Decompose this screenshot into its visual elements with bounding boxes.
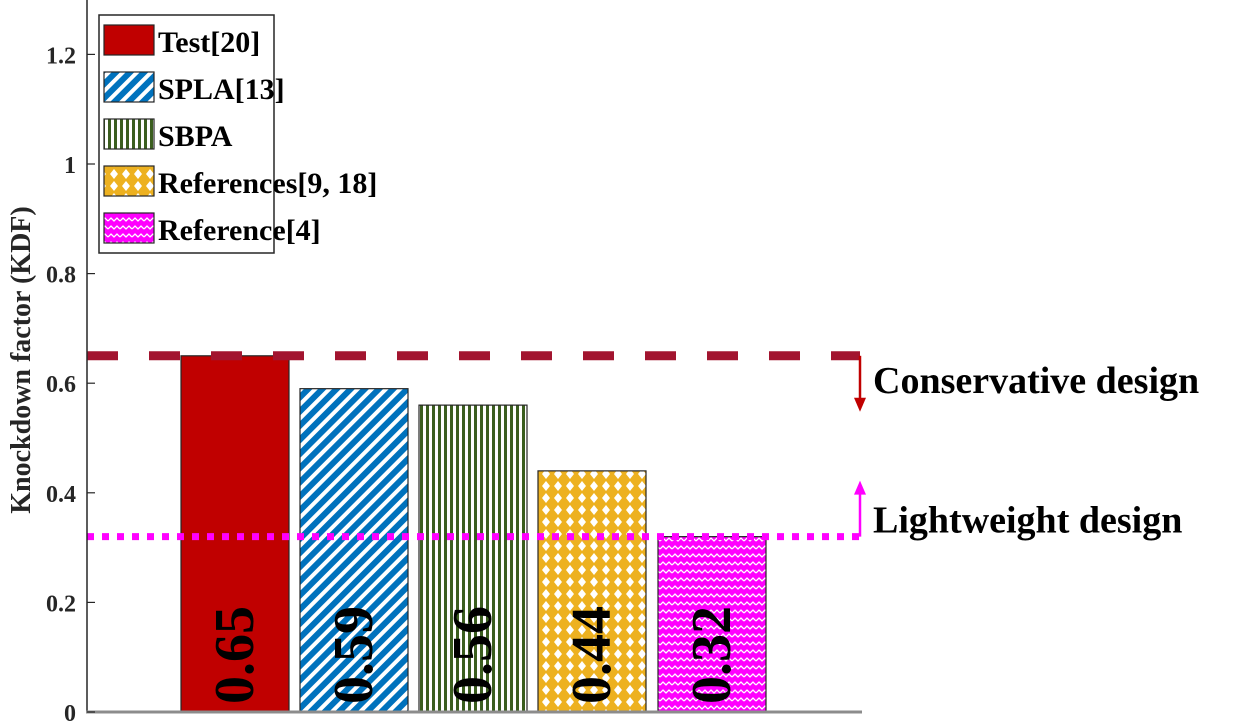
y-tick-label: 1 — [64, 153, 76, 179]
bars-layer — [180, 355, 767, 713]
y-tick-label: 0.6 — [46, 372, 76, 398]
value-labels-layer: 0.65 0.59 0.56 0.44 0.32 — [204, 606, 743, 704]
value-label-test-20: 0.65 — [204, 606, 266, 704]
bar-sbpa — [418, 404, 528, 713]
lightweight-design-label: Lightweight design — [873, 500, 1182, 542]
legend: Test[20] SPLA[13] SBPA References[9, 18] Ref… — [98, 14, 377, 254]
value-label-spla-13: 0.59 — [323, 606, 385, 704]
value-label-sbpa: 0.56 — [442, 606, 504, 704]
legend-swatch-test-20 — [103, 24, 155, 56]
y-tick-label: 0.4 — [46, 482, 76, 508]
value-label-references-9-18: 0.44 — [561, 606, 623, 704]
legend-swatch-spla-13 — [103, 71, 155, 103]
y-axis-label: Knockdown factor (KDF) — [6, 206, 37, 513]
conservative-design-label: Conservative design — [873, 360, 1199, 402]
reference-lines-layer — [87, 351, 860, 541]
legend-label-references-9-18: References[9, 18] — [158, 167, 377, 200]
arrowhead-up-icon — [854, 480, 866, 495]
legend-label-test-20: Test[20] — [158, 26, 260, 59]
bar-spla-13 — [299, 388, 409, 713]
legend-swatch-references-9-18 — [103, 165, 155, 197]
bar-references-9-18 — [537, 470, 647, 713]
arrowhead-down-icon — [854, 397, 866, 412]
y-ticks: 0 0.2 0.4 0.6 0.8 1 1.2 — [46, 43, 95, 722]
legend-swatch-reference-4 — [103, 212, 155, 244]
legend-label-spla-13: SPLA[13] — [158, 73, 285, 106]
legend-swatch-sbpa — [103, 118, 155, 150]
y-tick-label: 0.8 — [46, 263, 76, 289]
y-tick-label: 0 — [64, 701, 76, 722]
y-tick-label: 0.2 — [46, 591, 76, 617]
bar-reference-4 — [657, 536, 767, 713]
legend-label-sbpa: SBPA — [158, 120, 233, 153]
axes — [86, 0, 862, 714]
legend-label-reference-4: Reference[4] — [158, 214, 321, 247]
value-label-reference-4: 0.32 — [681, 606, 743, 704]
y-tick-label: 1.2 — [46, 43, 76, 69]
